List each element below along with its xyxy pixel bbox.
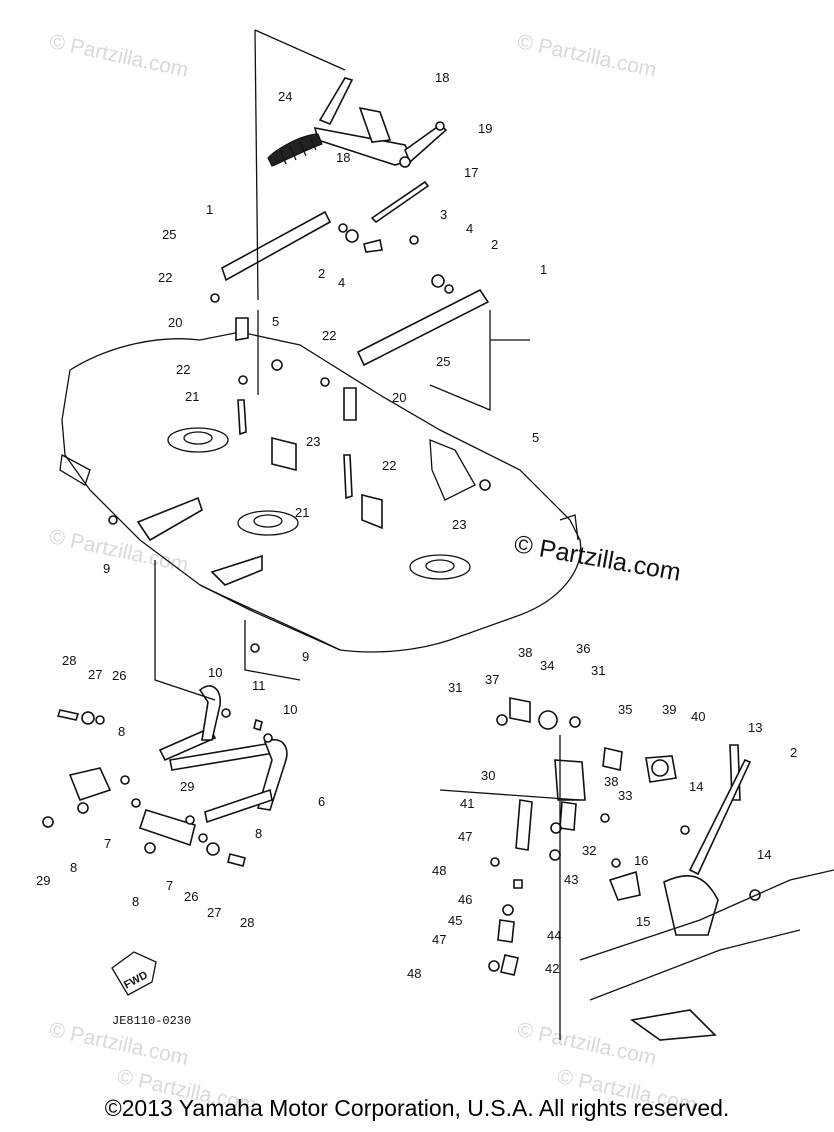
callout: 18 — [336, 150, 350, 165]
diagram-code: JE8110-0230 — [112, 1014, 192, 1028]
callout: 18 — [435, 70, 449, 85]
callout: 14 — [689, 779, 703, 794]
callout: 22 — [176, 362, 190, 377]
callout: 2 — [790, 745, 797, 760]
callout: 4 — [466, 221, 473, 236]
callout: 42 — [545, 961, 559, 976]
lift-lever-assembly — [267, 77, 448, 168]
height-adjust-assembly — [488, 697, 834, 1041]
callout-labels: 18 19 24 17 18 1 25 3 22 4 2 2 4 1 20 5 … — [36, 70, 797, 981]
callout: 48 — [407, 966, 421, 981]
callout: 6 — [318, 794, 325, 809]
hanger-assembly — [42, 685, 288, 867]
leader-lines — [154, 29, 581, 1040]
callout: 19 — [478, 121, 492, 136]
callout: 8 — [255, 826, 262, 841]
hardware — [108, 223, 491, 653]
callout: 10 — [208, 665, 222, 680]
callout: 33 — [618, 788, 632, 803]
callout: 1 — [540, 262, 547, 277]
callout: 47 — [458, 829, 472, 844]
callout: 26 — [112, 668, 126, 683]
callout: 1 — [206, 202, 213, 217]
callout: 3 — [440, 207, 447, 222]
callout: 4 — [338, 275, 345, 290]
callout: 22 — [382, 458, 396, 473]
callout: 8 — [118, 724, 125, 739]
callout: 30 — [481, 768, 495, 783]
callout: 2 — [491, 237, 498, 252]
callout: 29 — [180, 779, 194, 794]
callout: 47 — [432, 932, 446, 947]
callout: 24 — [278, 89, 292, 104]
callout: 38 — [518, 645, 532, 660]
callout: 20 — [392, 390, 406, 405]
callout: 14 — [757, 847, 771, 862]
callout: 8 — [70, 860, 77, 875]
callout: 22 — [322, 328, 336, 343]
callout: 28 — [240, 915, 254, 930]
callout: 41 — [460, 796, 474, 811]
callout: 32 — [582, 843, 596, 858]
forward-arrow-icon: FWD — [111, 951, 157, 996]
callout: 7 — [104, 836, 111, 851]
callout: 17 — [464, 165, 478, 180]
callout: 29 — [36, 873, 50, 888]
callout: 10 — [283, 702, 297, 717]
copyright-notice: ©2013 Yamaha Motor Corporation, U.S.A. A… — [104, 1095, 730, 1121]
callout: 21 — [185, 389, 199, 404]
callout: 22 — [158, 270, 172, 285]
callout: 48 — [432, 863, 446, 878]
link-plate-part-1-left — [221, 210, 332, 282]
spring-part-24 — [267, 133, 323, 167]
callout: 39 — [662, 702, 676, 717]
callout: 11 — [252, 678, 266, 693]
callout: 28 — [62, 653, 76, 668]
callout: 26 — [184, 889, 198, 904]
callout: 7 — [166, 878, 173, 893]
callout: 2 — [318, 266, 325, 281]
callout: 21 — [295, 505, 309, 520]
callout: 25 — [436, 354, 450, 369]
callout: 5 — [272, 314, 279, 329]
callout: 44 — [547, 928, 561, 943]
callout: 37 — [485, 672, 499, 687]
callout: 23 — [306, 434, 320, 449]
link-plate-part-1-right — [356, 288, 490, 367]
callout: 5 — [532, 430, 539, 445]
fwd-label: FWD — [122, 969, 150, 991]
callout: 16 — [634, 853, 648, 868]
callout: 34 — [540, 658, 554, 673]
callout: 27 — [88, 667, 102, 682]
callout: 46 — [458, 892, 472, 907]
callout: 25 — [162, 227, 176, 242]
callout: 23 — [452, 517, 466, 532]
callout: 43 — [564, 872, 578, 887]
callout: 20 — [168, 315, 182, 330]
mower-deck — [59, 331, 582, 653]
callout: 9 — [302, 649, 309, 664]
callout: 13 — [748, 720, 762, 735]
callout: 45 — [448, 913, 462, 928]
callout: 31 — [591, 663, 605, 678]
callout: 8 — [132, 894, 139, 909]
callout: 9 — [103, 561, 110, 576]
callout: 27 — [207, 905, 221, 920]
callout: 31 — [448, 680, 462, 695]
callout: 15 — [636, 914, 650, 929]
callout: 36 — [576, 641, 590, 656]
callout: 35 — [618, 702, 632, 717]
callout: 40 — [691, 709, 705, 724]
callout: 38 — [604, 774, 618, 789]
rod-part-17 — [370, 180, 430, 224]
